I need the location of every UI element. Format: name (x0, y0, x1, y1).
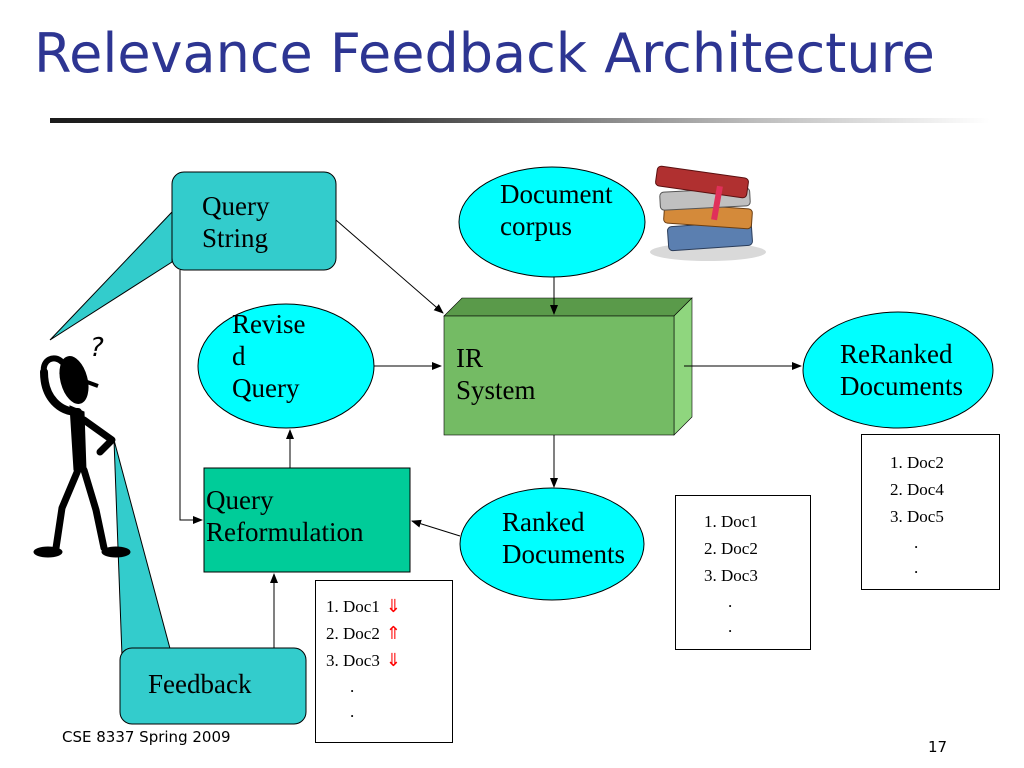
list-item: 1. Doc2 (890, 453, 944, 472)
list-item: 2. Doc4 (890, 480, 944, 499)
list-item-text: 2. Doc2 (326, 624, 380, 643)
feedback-box[interactable] (119, 647, 307, 725)
list-item: 3. Doc5 (890, 507, 944, 526)
query-string-box[interactable] (171, 171, 337, 271)
arrow-ranked-to-reformulation (411, 519, 461, 537)
down-arrow-icon: ⇓ (385, 650, 401, 671)
list-item: . (728, 617, 733, 636)
up-arrow-icon: ⇑ (385, 623, 401, 644)
slide-title: Relevance Feedback Architecture (34, 22, 935, 85)
list-item-text: 1. Doc1 (326, 597, 380, 616)
page-number: 17 (928, 738, 948, 756)
query-reformulation-label: Query Reformulation (206, 485, 364, 547)
list-item: . (350, 677, 355, 696)
query-string-label: Query String (202, 191, 270, 253)
ir-system-top (443, 297, 693, 317)
document-corpus-label: Document corpus (500, 179, 613, 241)
reranked-documents-label: ReRanked Documents (840, 339, 963, 401)
ir-system-label: IR System (456, 343, 536, 405)
arrow-query-down-to-reformulation (179, 270, 203, 524)
ranked-documents-ellipse[interactable] (459, 487, 645, 601)
query-callout-tail (49, 210, 173, 341)
list-item: 3. Doc3 ⇓ (326, 647, 452, 674)
list-item: 1. Doc1 (704, 512, 758, 531)
ranked-doc-list: 1. Doc1 2. Doc2 3. Doc3 . . (675, 495, 811, 650)
list-item: 3. Doc3 (704, 566, 758, 585)
document-corpus-ellipse[interactable] (458, 166, 646, 278)
title-underline (50, 118, 990, 123)
list-item: 1. Doc1 ⇓ (326, 593, 452, 620)
list-item: . (728, 592, 733, 611)
arrow-query-to-ir (335, 219, 444, 314)
list-item: . (914, 533, 919, 552)
question-mark: ? (90, 333, 104, 363)
feedback-label: Feedback (148, 669, 252, 699)
reranked-doc-list: 1. Doc2 2. Doc4 3. Doc5 . . (861, 434, 1000, 590)
down-arrow-icon: ⇓ (385, 596, 401, 617)
feedback-doc-list: 1. Doc1 ⇓ 2. Doc2 ⇑ 3. Doc3 ⇓ . . (315, 580, 453, 743)
list-item-text: 3. Doc3 (326, 651, 380, 670)
ir-system-box[interactable] (443, 315, 675, 436)
list-item: 2. Doc2 (704, 539, 758, 558)
list-item: . (350, 702, 355, 721)
revised-query-label: Revise d Query (232, 309, 306, 403)
footer-course-label: CSE 8337 Spring 2009 (62, 728, 231, 746)
query-reformulation-box[interactable] (203, 467, 411, 573)
thinking-person-figure (33, 355, 131, 558)
reranked-documents-ellipse[interactable] (802, 311, 994, 429)
list-item: 2. Doc2 ⇑ (326, 620, 452, 647)
list-item: . (914, 558, 919, 577)
ranked-documents-label: Ranked Documents (502, 507, 625, 569)
books-icon (650, 165, 766, 261)
